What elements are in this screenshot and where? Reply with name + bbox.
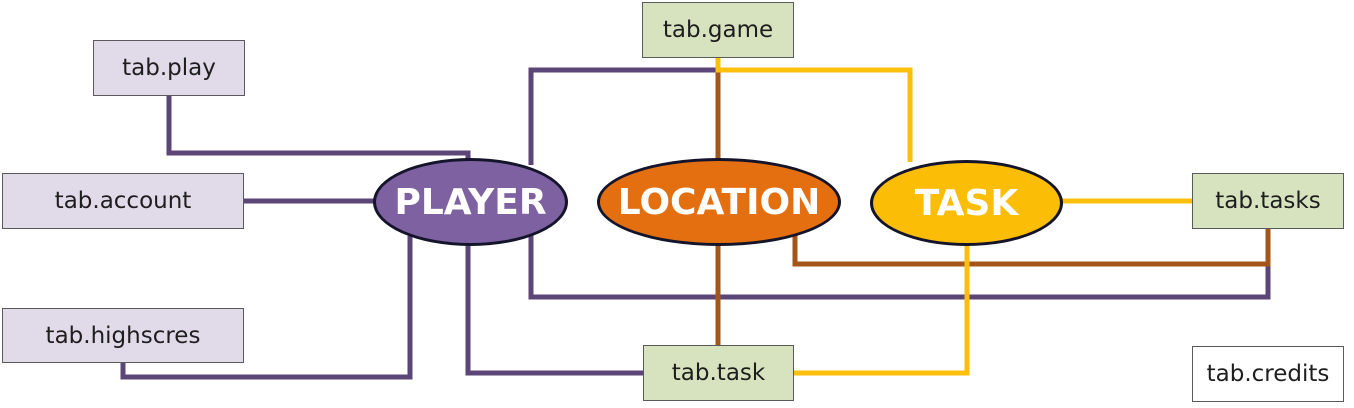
link-game-task [715, 57, 913, 162]
link-player-task-table [465, 244, 644, 376]
link-task-task-table [793, 243, 970, 376]
table-highscres-label: tab.highscres [45, 322, 201, 349]
link-game-player [528, 67, 718, 165]
entity-task: TASK [870, 160, 1063, 246]
table-play: tab.play [93, 40, 245, 96]
table-task-label: tab.task [671, 360, 766, 386]
entity-location-label: LOCATION [617, 181, 821, 223]
table-play-label: tab.play [122, 55, 216, 81]
table-tasks: tab.tasks [1192, 173, 1344, 229]
table-credits-label: tab.credits [1206, 361, 1330, 387]
entity-task-label: TASK [914, 182, 1019, 224]
table-credits: tab.credits [1192, 346, 1344, 402]
table-account-label: tab.account [54, 188, 192, 214]
table-game: tab.game [642, 2, 794, 58]
table-game-label: tab.game [662, 17, 774, 43]
link-play-player [166, 95, 471, 160]
link-location-tasks [792, 229, 1271, 267]
table-account: tab.account [2, 173, 244, 229]
link-highscres-player [120, 236, 413, 380]
entity-player: PLAYER [373, 158, 568, 246]
table-tasks-label: tab.tasks [1215, 188, 1321, 214]
entity-location: LOCATION [597, 158, 841, 246]
entity-player-label: PLAYER [394, 181, 547, 223]
table-task: tab.task [643, 345, 794, 401]
table-highscres: tab.highscres [2, 308, 244, 363]
